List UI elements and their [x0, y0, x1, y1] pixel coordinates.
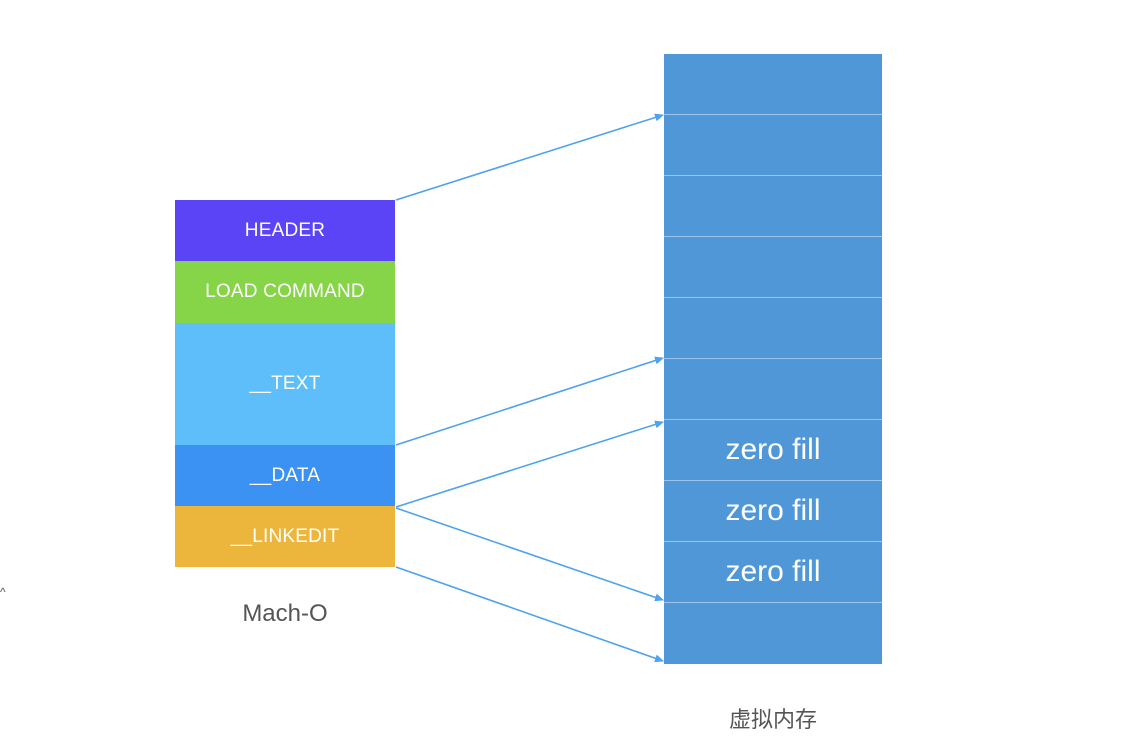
vm-row-10 — [664, 603, 882, 664]
macho-linkedit-segment: __LINKEDIT — [175, 506, 395, 567]
macho-caption: Mach-O — [242, 600, 328, 627]
virtual-memory-column: zero fill zero fill zero fill — [664, 54, 882, 664]
vm-row-7: zero fill — [664, 420, 882, 481]
macho-data-segment: __DATA — [175, 445, 395, 506]
macho-text-label: __TEXT — [249, 373, 321, 394]
vm-row-4 — [664, 237, 882, 298]
arrow-linkedit-to-zero-fill-top — [395, 420, 664, 508]
arrow-data-to-vm — [395, 356, 664, 446]
vm-row-3 — [664, 176, 882, 237]
arrow-linkedit-bottom-to-vm-bottom — [395, 566, 664, 663]
edge-glyph: ^ — [0, 585, 6, 599]
macho-text-segment: __TEXT — [175, 323, 395, 445]
vm-row-2 — [664, 115, 882, 176]
macho-load-command-label: LOAD COMMAND — [205, 281, 365, 302]
macho-linkedit-label: __LINKEDIT — [230, 525, 340, 547]
vm-row-6 — [664, 359, 882, 420]
arrow-linkedit-to-vm-lower — [395, 507, 664, 602]
macho-data-label: __DATA — [249, 464, 321, 486]
arrow-header-to-vm — [395, 113, 664, 201]
vm-row-8: zero fill — [664, 481, 882, 542]
virtual-memory-caption: 虚拟内存 — [728, 708, 817, 733]
vm-row-5 — [664, 298, 882, 359]
vm-row-1 — [664, 54, 882, 115]
macho-header-label: HEADER — [244, 219, 326, 241]
macho-header-segment: HEADER — [175, 200, 395, 261]
macho-load-command-segment: LOAD COMMAND — [175, 261, 395, 323]
vm-row-9: zero fill — [664, 542, 882, 603]
